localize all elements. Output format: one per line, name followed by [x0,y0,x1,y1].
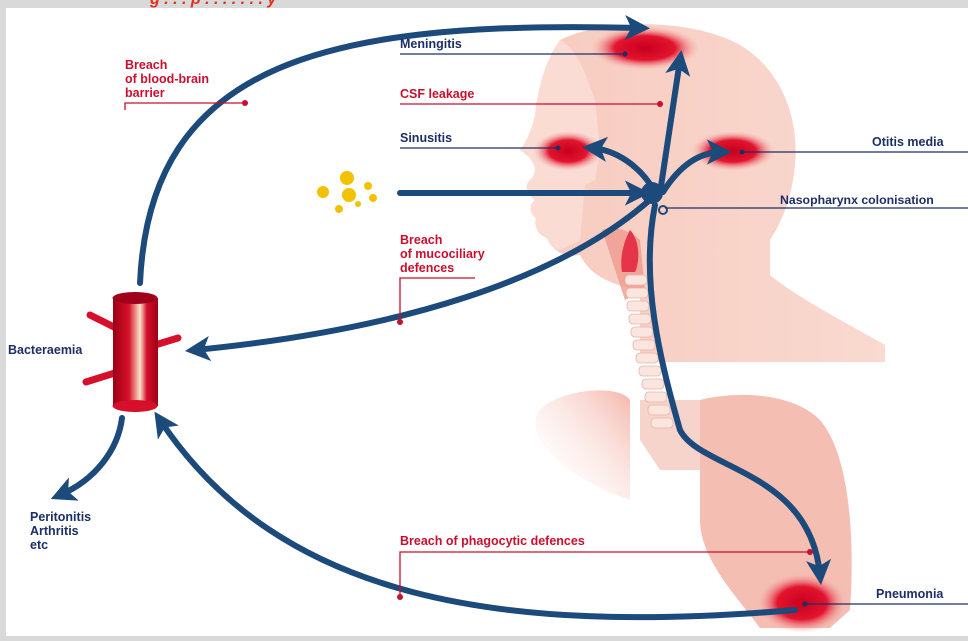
cropped-title-strip: g . . . p . . . . . . . y [0,0,968,8]
label-meningitis: Meningitis [400,37,462,51]
nasopharynx-hub [641,182,663,204]
meningitis-site [590,26,700,70]
label-otitis-media: Otitis media [872,135,944,149]
label-bacteraemia: Bacteraemia [8,343,83,357]
arrow-to-meningitis [657,50,691,196]
label-breach-bbb-line1: Breach [125,58,168,72]
arrow-to-bacteraemia [184,195,655,362]
label-arthritis: Arthritis [30,524,79,538]
arrow-to-otitis [660,139,733,195]
bacteria-icon [317,171,377,213]
red-leader-dots [242,100,813,600]
red-leader-lines [124,102,810,597]
otitis-site [691,131,775,171]
label-breach-bbb-line2: of blood-brain [125,72,210,86]
arrow-bacteraemia-to-meningitis [137,15,651,286]
label-breach-phagocytic: Breach of phagocytic defences [400,534,585,548]
label-etc: etc [30,538,49,552]
navy-leader-lines [400,53,968,605]
cropped-title: g . . . p . . . . . . . y [150,0,276,8]
label-pneumonia: Pneumonia [876,587,944,601]
pathogenesis-diagram [50,15,968,633]
label-breach-mucociliary-line2: of mucociliary [400,247,485,261]
label-breach-bbb-line3: barrier [125,86,165,100]
arrow-to-peritonitis [50,415,125,501]
label-breach-mucociliary-line3: defences [400,261,455,275]
pathway-arrows [50,15,832,621]
label-csf-leakage: CSF leakage [400,87,475,101]
label-nasopharynx-colonisation: Nasopharynx colonisation [780,193,934,207]
blood-vessel-icon [82,292,182,412]
label-sinusitis: Sinusitis [400,131,453,145]
arrow-to-pneumonia [646,202,832,586]
navy-leader-dots [555,51,808,607]
label-breach-mucociliary-line1: Breach [400,233,443,247]
pneumonia-site [757,573,847,633]
diagram-canvas [6,8,968,636]
nasopharynx-point [658,205,668,215]
label-peritonitis: Peritonitis [30,510,92,524]
arrow-pneumonia-to-bacteraemia [154,411,798,621]
spine [624,274,674,429]
